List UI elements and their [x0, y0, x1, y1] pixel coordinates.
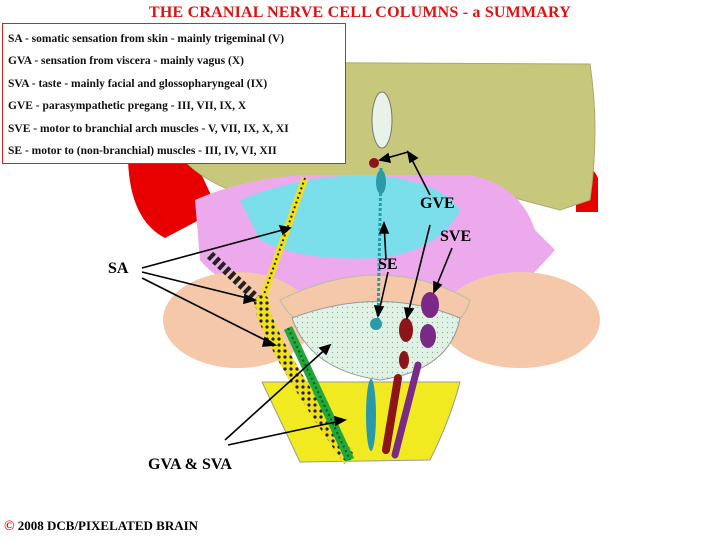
- peduncle-left: [163, 272, 313, 368]
- label-gve: GVE: [420, 195, 455, 212]
- footer-copyright: © 2008 DCB/PIXELATED BRAIN: [4, 518, 198, 535]
- gve-nucleus-1: [399, 318, 413, 342]
- legend-item-gve: GVE - parasympathetic pregang - III, VII…: [8, 100, 247, 113]
- page-title: THE CRANIAL NERVE CELL COLUMNS - a SUMMA…: [149, 4, 571, 21]
- se-nucleus-medulla: [366, 379, 376, 451]
- aqueduct-area: [371, 91, 393, 149]
- gve-nucleus-midbrain: [369, 158, 379, 168]
- legend-item-gva: GVA - sensation from viscera - mainly va…: [8, 55, 244, 68]
- legend-box: SA - somatic sensation from skin - mainl…: [2, 23, 346, 164]
- gve-nucleus-2: [399, 351, 409, 369]
- se-nucleus-upper: [376, 170, 386, 194]
- label-sve: SVE: [440, 228, 472, 245]
- red-structure-left: [128, 150, 218, 238]
- medulla: [261, 381, 461, 463]
- copyright-icon: ©: [4, 519, 15, 534]
- label-sa: SA: [108, 260, 129, 277]
- sve-nucleus-1: [421, 292, 439, 318]
- label-se: SE: [378, 256, 398, 273]
- legend-item-sa: SA - somatic sensation from skin - mainl…: [8, 33, 285, 45]
- sa-column-lower: [255, 307, 356, 465]
- gve-nucleus-medulla: [382, 374, 402, 454]
- label-gva-sva: GVA & SVA: [148, 456, 232, 473]
- sa-column-upper-dots: [261, 177, 306, 301]
- legend-item-sva: SVA - taste - mainly facial and glossoph…: [8, 77, 268, 90]
- legend-item-se: SE - motor to (non-branchial) muscles - …: [8, 144, 277, 157]
- sve-nucleus-2: [420, 324, 436, 348]
- arrows: [141, 150, 453, 446]
- legend-item-sve: SVE - motor to branchial arch muscles - …: [8, 122, 289, 135]
- sa-column-dashed-top: [206, 251, 262, 304]
- sa-nucleus-main: [254, 295, 270, 311]
- se-nucleus-pons: [370, 318, 382, 330]
- gva-sva-column-dots: [287, 327, 351, 461]
- fourth-ventricle-floor: [291, 301, 461, 381]
- sve-nucleus-medulla: [391, 361, 422, 459]
- footer-text: 2008 DCB/PIXELATED BRAIN: [17, 518, 199, 533]
- peduncle-right: [440, 272, 600, 368]
